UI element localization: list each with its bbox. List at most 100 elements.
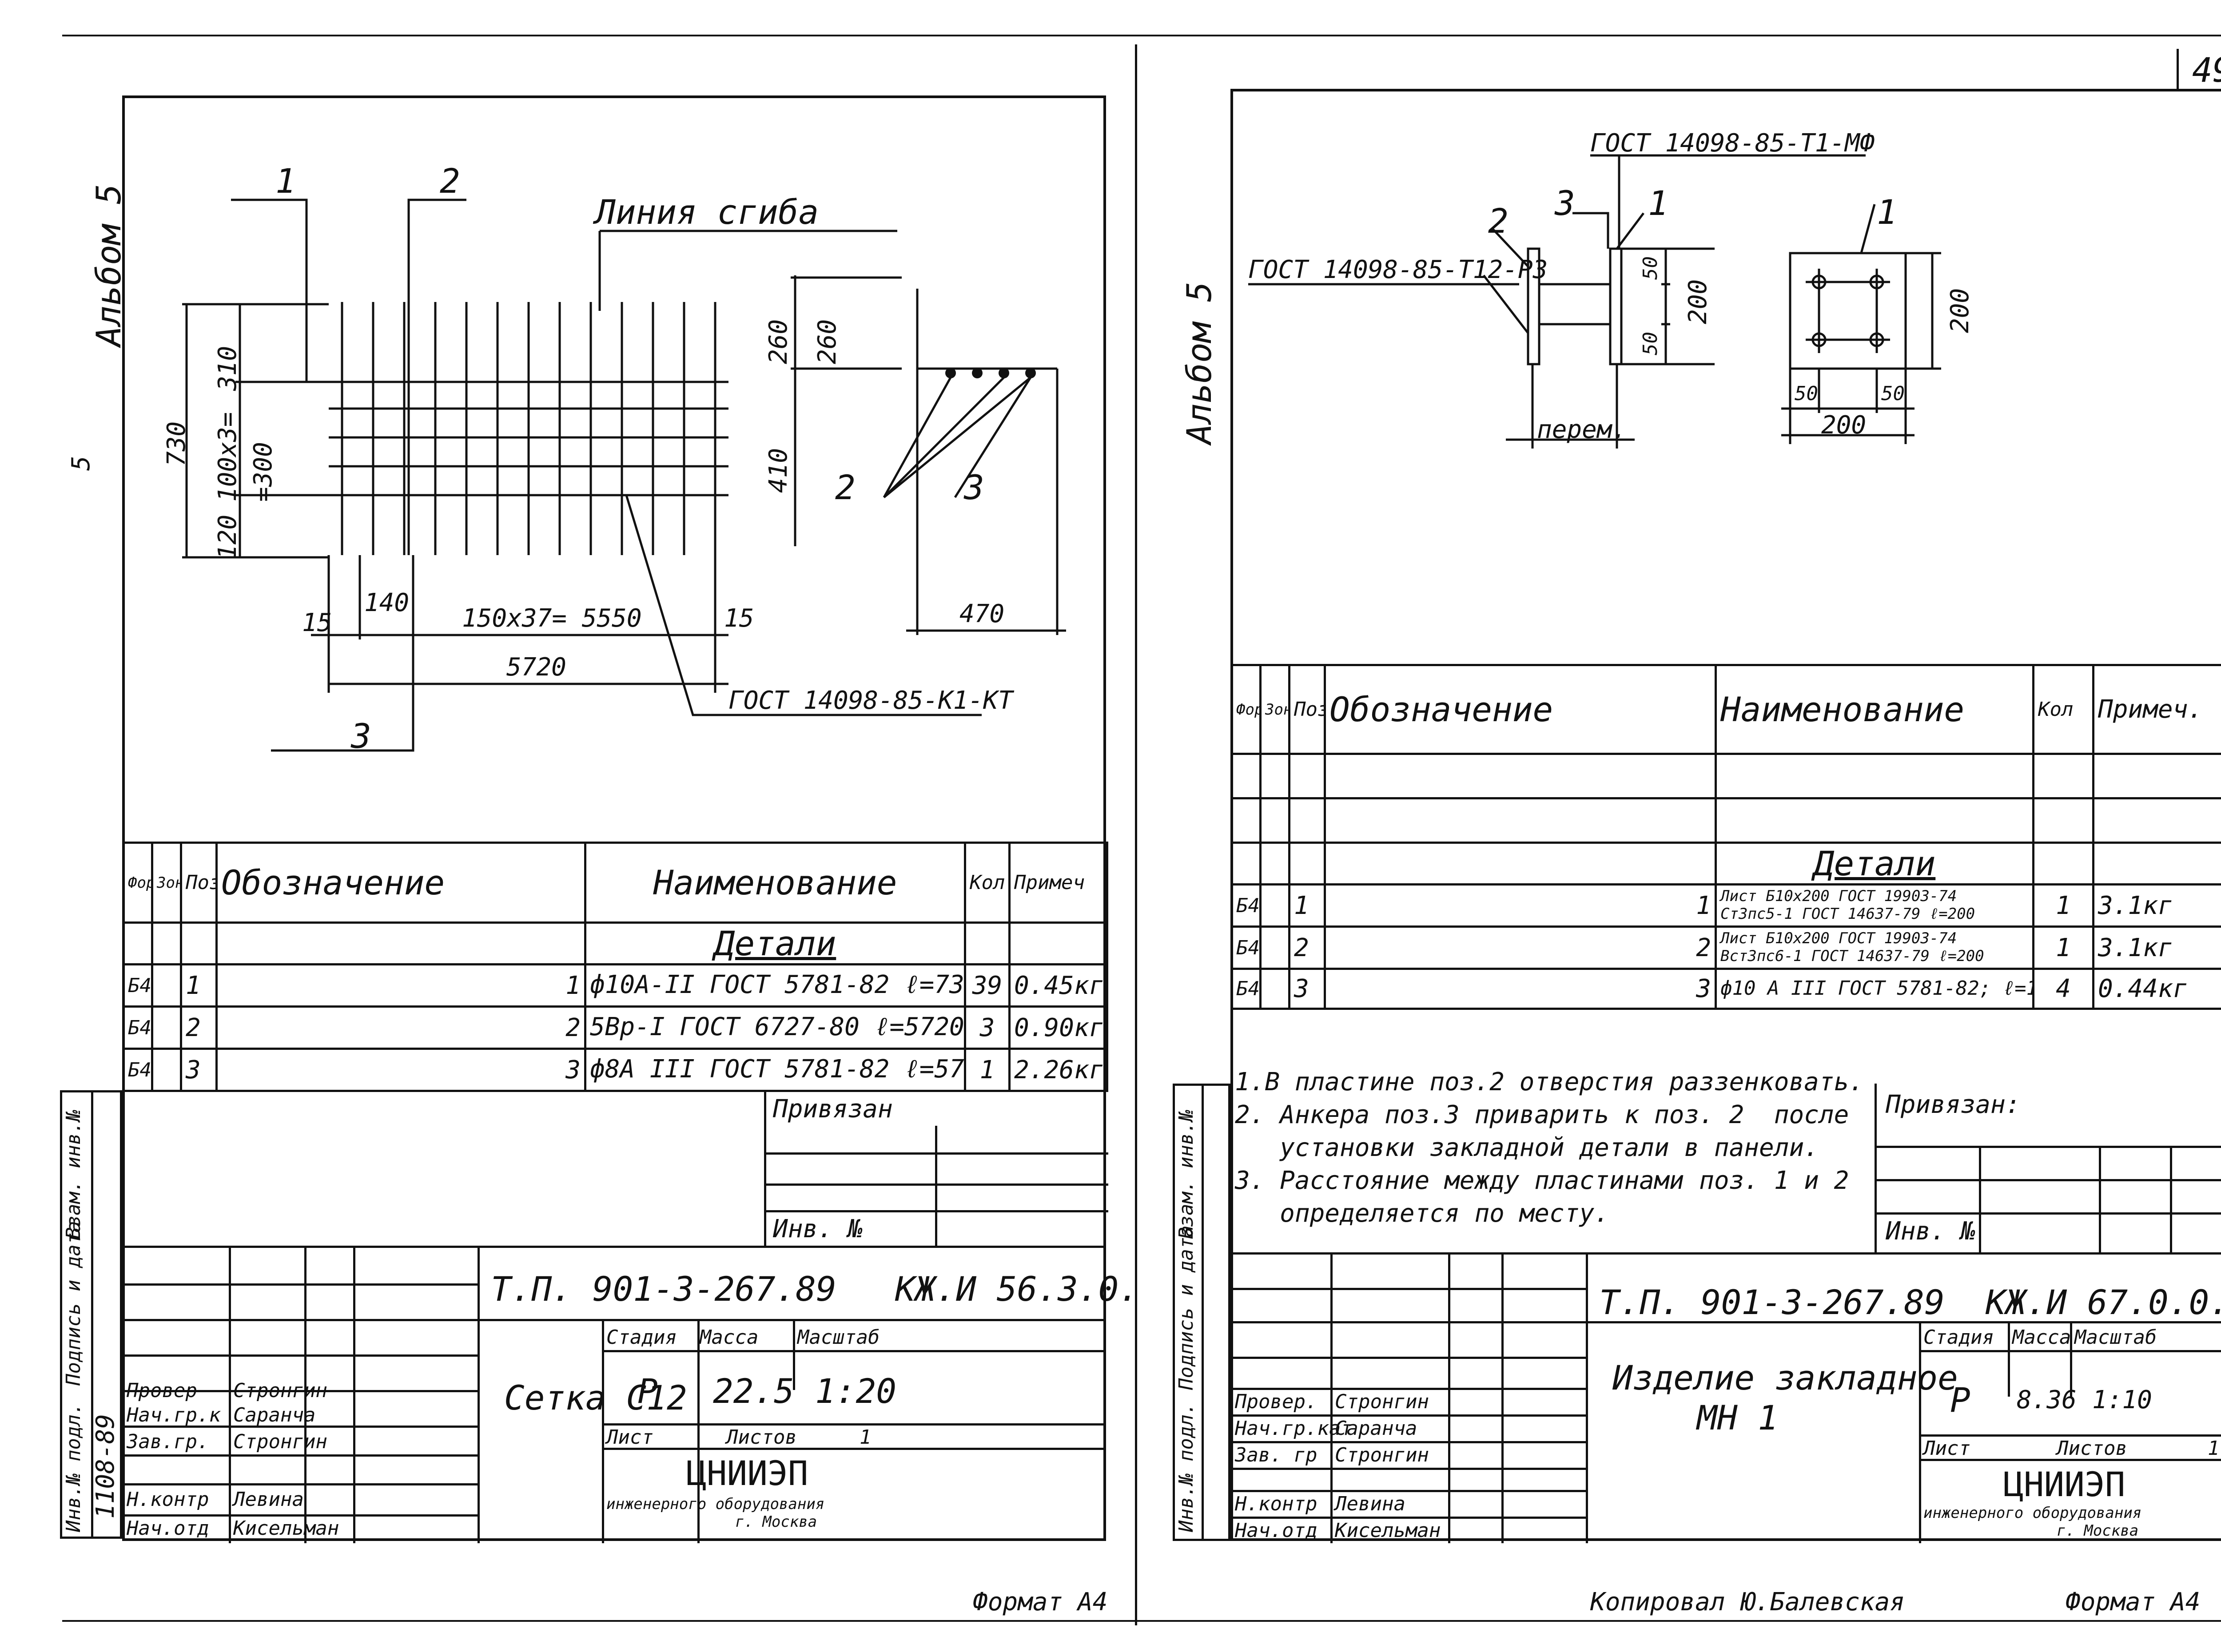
rrow2-qty: 1 (2032, 925, 2094, 970)
note-1: 1.В пластине поз.2 отверстия раззенковат… (1235, 1068, 1864, 1096)
dim-470: 470 (959, 600, 1005, 628)
rrow2-num: 2 (1324, 925, 1717, 970)
rhdr-designation: Обозначение (1324, 664, 1717, 755)
right-project-code: Т.П. 901-3-267.89 (1599, 1283, 1945, 1322)
left-product-name: Сетка С12 (504, 1378, 687, 1418)
row2-num: 2 (215, 1005, 586, 1050)
left-person-name-1: Стронгин (233, 1379, 327, 1402)
left-sheet-header: Лист (606, 1426, 653, 1449)
rrow3-pos: 3 (1288, 968, 1326, 1010)
right-mass-header: Масса (2012, 1326, 2071, 1349)
right-person-role-1: Провер. (1235, 1390, 1317, 1413)
left-title-block: Т.П. 901-3-267.89 КЖ.И 56.3.0. Провер Ст… (122, 1246, 1139, 1543)
left-side-replace: Взам. инв.№ (62, 1109, 85, 1239)
right-side-replace: Взам. инв.№ (1175, 1109, 1198, 1239)
hdr-pos: Поз (180, 842, 218, 924)
right-sheet-header: Лист (1923, 1437, 1970, 1460)
right-person-name-3: Стронгин (1335, 1444, 1429, 1466)
left-inv-number: 1108-89 (91, 1414, 120, 1519)
perem-label: перем. (1537, 415, 1627, 444)
left-person-role-4: Н.контр (127, 1488, 209, 1511)
row2-pos: 2 (180, 1005, 218, 1050)
right-person-role-4: Н.контр (1235, 1493, 1317, 1515)
rhdr-format: Формат (1230, 664, 1262, 755)
row3-pos: 3 (180, 1048, 218, 1092)
rrow2-pos: 2 (1288, 925, 1326, 970)
right-tied-box: Привязан: Инв. № (1875, 1084, 2221, 1252)
left-mass: 22.5 (713, 1371, 795, 1411)
weld-note: ГОСТ 14098-85-К1-КТ (728, 686, 1013, 715)
rrow2-name-b: Вст3пс6-1 ГОСТ 14637-79 ℓ=200 (1720, 947, 1984, 965)
left-tied-box: Привязан Инв. № (764, 1090, 1108, 1246)
row1-note: 0.45кг (1008, 963, 1108, 1008)
right-person-name-1: Стронгин (1335, 1390, 1429, 1413)
right-scale: 1:10 (2092, 1386, 2152, 1414)
rrow1-name-b: Ст3пс5-1 ГОСТ 14637-79 ℓ=200 (1720, 905, 1975, 923)
rrow3-note: 0.44кг (2092, 968, 2221, 1010)
left-person-name-2: Саранча (233, 1404, 316, 1426)
right-stage-header: Стадия (1923, 1326, 1994, 1349)
left-sheet-frame (122, 95, 1106, 1541)
rhdr-pos: Поз (1288, 664, 1326, 755)
row2-qty: 3 (964, 1005, 1011, 1050)
rhdr-name: Наименование (1715, 664, 2034, 755)
right-spec-table: Формат Зона Поз Обозначение Наименование… (1230, 664, 2221, 1010)
left-person-name-4: Левина (233, 1488, 304, 1511)
rsection-details: Детали (1715, 842, 2034, 886)
left-side-column (60, 1090, 122, 1539)
right-city: г. Москва (2057, 1522, 2139, 1540)
note-5: определяется по месту. (1235, 1199, 1609, 1228)
rrow2-format: Б4 (1230, 925, 1262, 970)
leader-3: 3 (964, 468, 984, 507)
left-sheets-count: 1 (860, 1426, 872, 1449)
right-tied-label: Привязан: (1886, 1090, 2021, 1119)
note-2: 2. Анкера поз.3 приварить к поз. 2 после (1235, 1100, 1849, 1129)
hdr-qty: Кол (964, 842, 1011, 924)
rrow3-name-a: ф10 А III ГОСТ 5781-82; ℓ=170 (1715, 968, 2034, 1010)
row1-qty: 39 (964, 963, 1011, 1008)
right-org-sub: инженерного оборудования (1923, 1504, 2142, 1522)
rdim-50-b: 50 (1639, 332, 1662, 355)
row3-format: Б4 (122, 1048, 153, 1092)
rrow1-note: 3.1кг (2092, 883, 2221, 928)
rrow1-qty: 1 (2032, 883, 2094, 928)
left-person-role-1: Провер (127, 1379, 197, 1402)
left-spec-table: Формат Зона Поз Обозначение Наименование… (122, 842, 1108, 1092)
left-inv-label: Инв. № (773, 1215, 863, 1243)
row1-num: 1 (215, 963, 586, 1008)
rrow1-format: Б4 (1230, 883, 1262, 928)
rdim-50-c: 50 (1795, 382, 1818, 405)
rdim-200-c: 200 (1821, 411, 1867, 440)
note-4: 3. Расстояние между пластинами поз. 1 и … (1235, 1166, 1849, 1195)
left-side-inv-orig: Инв.№ подл. (62, 1402, 85, 1532)
row2-note: 0.90кг (1008, 1005, 1108, 1050)
left-person-name-3: Стронгин (233, 1430, 327, 1453)
label-pos-2: 2 (440, 161, 460, 201)
right-stage: Р (1950, 1380, 1970, 1420)
rrow2-note: 3.1кг (2092, 925, 2221, 970)
left-stage-header: Стадия (606, 1326, 677, 1349)
rrow3-num: 3 (1324, 968, 1717, 1010)
left-person-role-2: Нач.гр.к (127, 1404, 221, 1426)
row1-format: Б4 (122, 963, 153, 1008)
left-org: ЦНИИЭП (686, 1453, 808, 1493)
left-stage: Р (637, 1371, 658, 1411)
hdr-note: Примеч (1008, 842, 1108, 924)
gost-left: ГОСТ 14098-85-Т12-РЗ (1248, 255, 1548, 284)
rrow1-name-a: Лист Б10х200 ГОСТ 19903-74 (1720, 887, 1957, 905)
left-side-sign: Подпись и дата (62, 1221, 85, 1386)
right-format: Формат А4 (2066, 1588, 2201, 1616)
label-pos-3: 3 (351, 716, 371, 756)
leader-2: 2 (835, 468, 856, 507)
right-mass: 8.36 (2017, 1386, 2077, 1414)
right-title-block: Т.П. 901-3-267.89 КЖ.И 67.0.0. Провер. С… (1230, 1252, 2221, 1543)
hdr-format: Формат (122, 842, 153, 924)
section-details: Детали (584, 921, 966, 965)
right-sheets-count: 1 (2208, 1437, 2220, 1460)
rrow1-num: 1 (1324, 883, 1717, 928)
rhdr-note: Примеч. (2092, 664, 2221, 755)
left-sheets-header: Листов (726, 1426, 797, 1449)
left-scale: 1:20 (815, 1371, 897, 1411)
left-person-name-5: Кисельман (233, 1517, 339, 1540)
right-scale-header: Масштаб (2074, 1326, 2157, 1349)
